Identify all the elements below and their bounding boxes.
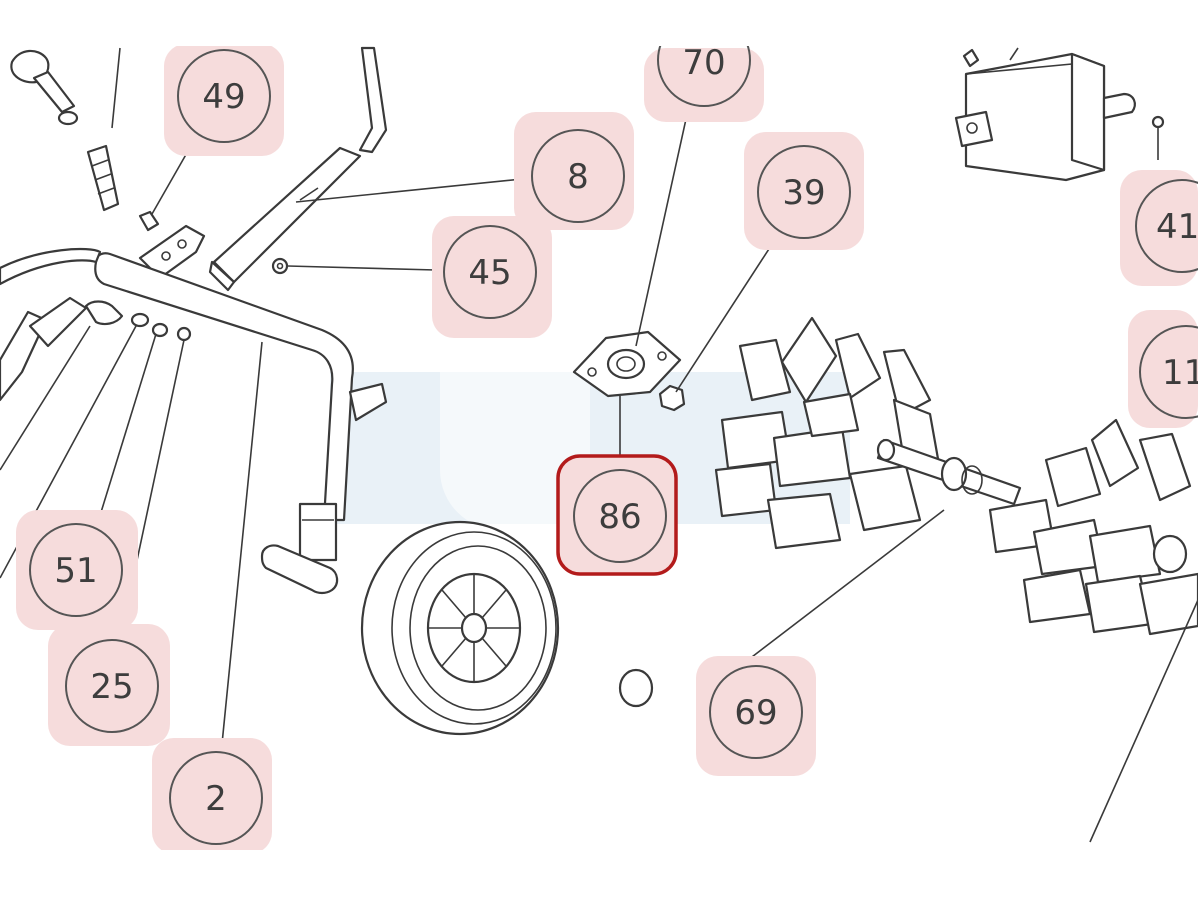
left-frame-arm <box>0 247 102 402</box>
callout-41-label: 41 <box>1156 207 1198 247</box>
callout-45-label: 45 <box>468 253 511 293</box>
tine-assembly-right <box>988 418 1198 636</box>
callout-69: 69 <box>696 656 816 776</box>
bolt-41 <box>1151 115 1165 160</box>
main-frame <box>94 252 388 595</box>
small-bolt <box>138 210 160 232</box>
callout-8-label: 8 <box>567 157 589 197</box>
callout-70-label: 70 <box>682 43 725 83</box>
bottom-crop-edge <box>0 850 1198 898</box>
callout-25-label: 25 <box>90 667 133 707</box>
callout-8: 8 <box>514 112 634 230</box>
callout-25: 25 <box>48 624 170 746</box>
top-crop-edge <box>0 0 1198 46</box>
threaded-rod <box>86 144 120 212</box>
callout-51-label: 51 <box>54 551 97 591</box>
callout-2: 2 <box>152 738 272 854</box>
small-nut <box>271 257 289 275</box>
parts <box>0 46 1198 736</box>
engine-housing <box>954 47 1136 182</box>
watermark-shape <box>440 300 590 530</box>
upper-handle <box>208 46 388 292</box>
callout-2-label: 2 <box>205 779 227 819</box>
callout-86-label: 86 <box>598 497 641 537</box>
hex-nut <box>658 384 686 412</box>
callout-39: 39 <box>744 132 864 250</box>
tine-shaft <box>876 438 1022 506</box>
callout-86: 86 <box>556 454 678 576</box>
small-hardware <box>84 300 192 342</box>
ring-washer <box>618 668 654 708</box>
callout-69-label: 69 <box>734 693 777 733</box>
callout-11: 11 <box>1128 310 1198 428</box>
callout-51: 51 <box>16 510 138 630</box>
callout-45: 45 <box>432 216 552 338</box>
callout-49: 49 <box>164 44 284 156</box>
bearing-plate <box>572 330 682 398</box>
wing-bolt <box>10 49 79 126</box>
wheel <box>360 520 560 736</box>
callout-86-highlight-box <box>556 454 678 576</box>
callouts: 49 70 8 39 45 41 <box>16 13 1198 854</box>
callout-49-label: 49 <box>202 77 245 117</box>
callout-39-label: 39 <box>782 173 825 213</box>
tine-assembly-left <box>714 316 942 550</box>
callout-41: 41 <box>1120 170 1198 286</box>
callout-70: 70 <box>644 13 764 122</box>
callout-11-label: 11 <box>1162 353 1198 393</box>
